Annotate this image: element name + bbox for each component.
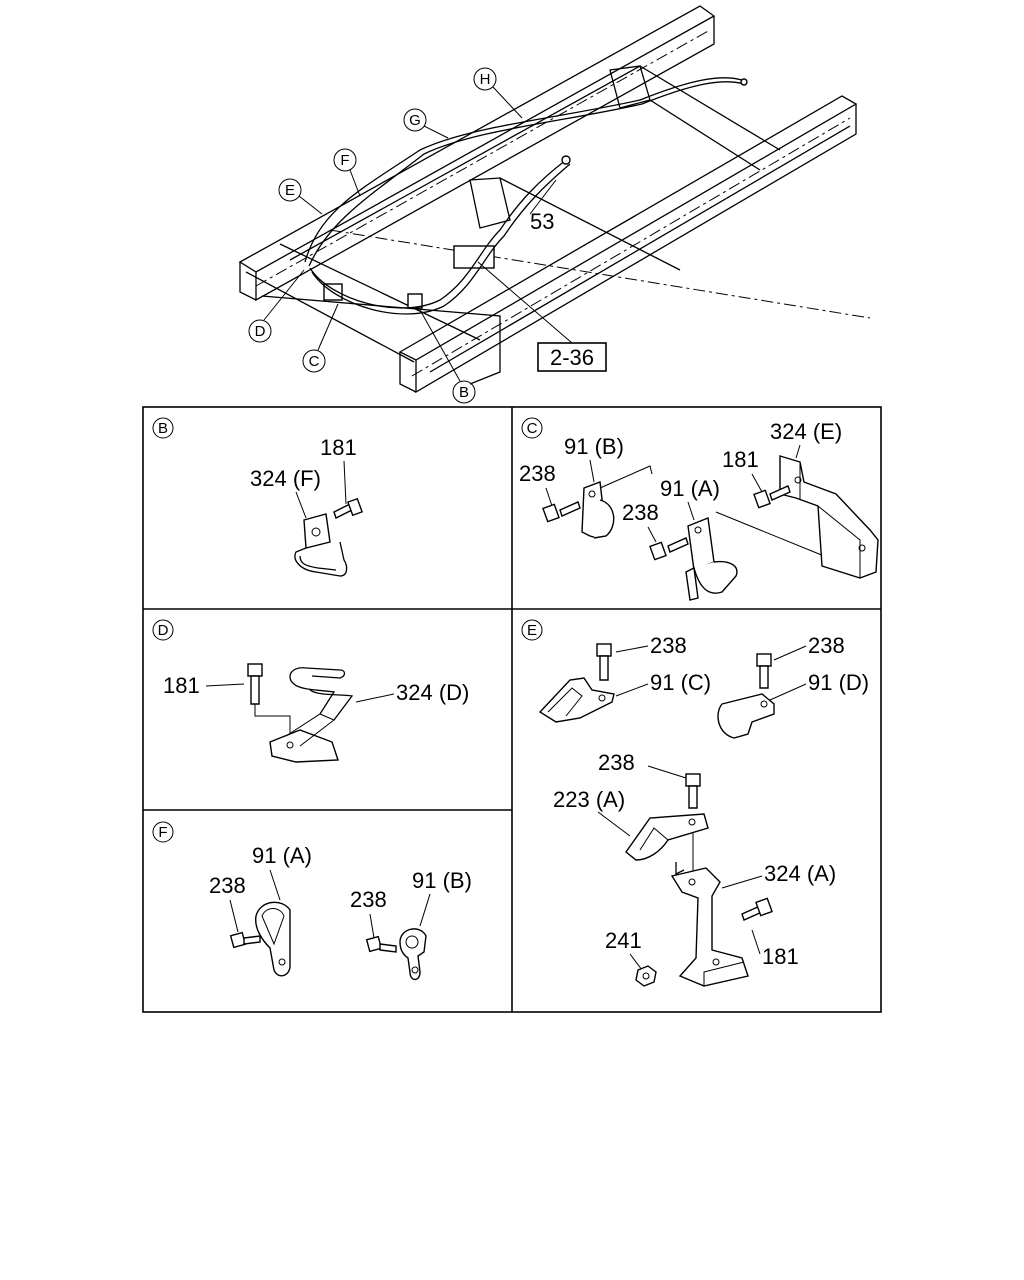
- clamp-91b: [581, 481, 615, 539]
- label-238-b: 238: [808, 633, 845, 658]
- svg-text:G: G: [409, 112, 421, 129]
- bolt-238-a: [542, 501, 581, 523]
- clip-223a: [625, 813, 709, 876]
- label-238-c: 238: [598, 750, 635, 775]
- clamp-91d: [717, 693, 775, 739]
- svg-text:D: D: [158, 622, 169, 639]
- label-324e: 324 (E): [770, 419, 842, 444]
- label-324f: 324 (F): [250, 466, 321, 491]
- svg-text:B: B: [158, 420, 168, 437]
- panel-f: F 91 (A) 238 238 91 (B): [152, 821, 472, 981]
- label-238-a: 238: [209, 873, 246, 898]
- callout-f[interactable]: F: [333, 148, 361, 197]
- label-181: 181: [320, 435, 357, 460]
- label-181: 181: [722, 447, 759, 472]
- svg-text:C: C: [309, 353, 320, 370]
- label-91b: 91 (B): [412, 868, 472, 893]
- bolt-238-f-a: [229, 931, 261, 949]
- label-324a: 324 (A): [764, 861, 836, 886]
- overview-callouts: H G F E D C B: [248, 67, 607, 404]
- bolt-238-f-b: [365, 935, 397, 953]
- label-241: 241: [605, 928, 642, 953]
- clamp-91a: [685, 517, 738, 601]
- label-91a: 91 (A): [252, 843, 312, 868]
- bolt-238-e-a: [596, 643, 612, 681]
- label-181: 181: [762, 944, 799, 969]
- ref-box-2-36[interactable]: 2-36: [477, 261, 607, 372]
- label-238-a: 238: [519, 461, 556, 486]
- svg-text:53: 53: [530, 209, 554, 234]
- svg-text:D: D: [255, 323, 266, 340]
- bolt-181: [333, 497, 363, 519]
- chassis-overview: [238, 5, 871, 394]
- label-238-b: 238: [622, 500, 659, 525]
- label-324d: 324 (D): [396, 680, 469, 705]
- callout-g[interactable]: G: [403, 108, 449, 139]
- bracket-324a: [670, 867, 749, 987]
- label-223a: 223 (A): [553, 787, 625, 812]
- bracket-324e: [779, 455, 879, 579]
- label-181: 181: [163, 673, 200, 698]
- bolt-181-d: [247, 663, 291, 742]
- nut-241: [635, 965, 657, 987]
- panel-c: C 91 (B) 324 (E) 181 238 91 (A) 238: [519, 417, 879, 601]
- label-238-a: 238: [650, 633, 687, 658]
- bolt-238-b: [649, 537, 689, 561]
- label-91c: 91 (C): [650, 670, 711, 695]
- label-91b: 91 (B): [564, 434, 624, 459]
- bolt-181-e: [741, 897, 773, 921]
- detail-grid: [142, 406, 882, 1013]
- bracket-324d: [269, 667, 354, 763]
- svg-text:C: C: [527, 420, 538, 437]
- panel-b: B 181 324 (F): [152, 417, 363, 577]
- callout-b[interactable]: B: [419, 309, 476, 404]
- clamp-91a-f: [255, 901, 291, 977]
- svg-text:2-36: 2-36: [550, 345, 594, 370]
- callout-d[interactable]: D: [248, 269, 305, 343]
- svg-text:F: F: [340, 152, 349, 169]
- callout-e[interactable]: E: [278, 178, 323, 215]
- panel-d: D 181 324 (D): [152, 619, 469, 763]
- bolt-181-c: [753, 485, 791, 509]
- svg-text:F: F: [158, 824, 167, 841]
- label-238-b: 238: [350, 887, 387, 912]
- bolt-238-e-b: [756, 653, 772, 689]
- callout-h[interactable]: H: [473, 67, 523, 119]
- callout-c[interactable]: C: [302, 303, 339, 373]
- svg-text:B: B: [459, 384, 469, 401]
- bracket-324f: [303, 513, 331, 549]
- label-91a: 91 (A): [660, 476, 720, 501]
- clamp-91b-f: [399, 928, 427, 981]
- part-53-label: 53: [529, 179, 557, 234]
- clamp-91c: [538, 677, 615, 723]
- svg-text:H: H: [480, 71, 491, 88]
- panel-e: E 238 91 (C) 238 91 (D) 238 223 (A) 324 …: [521, 619, 869, 987]
- label-91d: 91 (D): [808, 670, 869, 695]
- svg-text:E: E: [527, 622, 537, 639]
- svg-text:E: E: [285, 182, 295, 199]
